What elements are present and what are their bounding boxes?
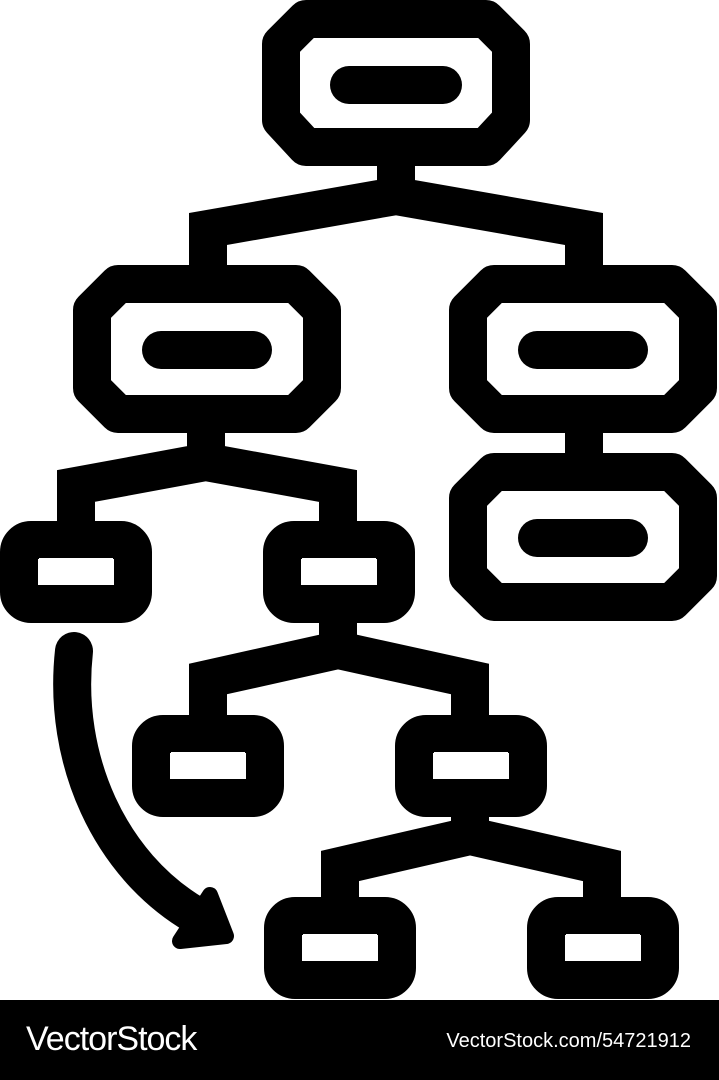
curved-arrow-shaft: [53, 632, 214, 934]
box-frame: [395, 715, 547, 817]
box-slot: [303, 934, 377, 960]
watermark-footer: VectorStock VectorStock.com/54721912: [0, 1000, 719, 1080]
box-frame: [263, 521, 415, 623]
node-mid-right: [449, 265, 717, 433]
node-pill: [518, 519, 648, 557]
node-right-lower: [449, 453, 717, 621]
box-c: [132, 715, 284, 817]
watermark-reference: VectorStock.com/54721912: [446, 1030, 691, 1052]
box-slot: [434, 752, 508, 778]
box-frame: [0, 521, 152, 623]
box-slot: [566, 934, 640, 960]
flowchart-diagram: [0, 0, 717, 999]
box-frame: [527, 897, 679, 999]
box-b: [263, 521, 415, 623]
box-d: [395, 715, 547, 817]
box-a: [0, 521, 152, 623]
node-pill: [142, 331, 272, 369]
connector-box-d-to-boxes: [321, 803, 621, 908]
node-pill: [518, 331, 648, 369]
octagon-frame: [449, 453, 717, 621]
connector-box-b-to-boxes: [189, 612, 489, 725]
octagon-frame: [73, 265, 341, 433]
octagon-frame: [262, 0, 530, 166]
connector-root-to-children: [189, 158, 603, 270]
node-pill: [330, 66, 462, 104]
box-frame: [264, 897, 416, 999]
box-f: [527, 897, 679, 999]
box-slot: [302, 558, 376, 584]
node-root: [262, 0, 530, 166]
box-slot: [171, 752, 245, 778]
connector-mid-left-to-boxes: [57, 428, 357, 530]
box-e: [264, 897, 416, 999]
node-mid-left: [73, 265, 341, 433]
octagon-frame: [449, 265, 717, 433]
curved-arrow: [53, 632, 234, 949]
box-slot: [39, 558, 113, 584]
box-frame: [132, 715, 284, 817]
arrow-head-icon: [172, 887, 234, 949]
watermark-brand: VectorStock: [26, 1020, 197, 1058]
